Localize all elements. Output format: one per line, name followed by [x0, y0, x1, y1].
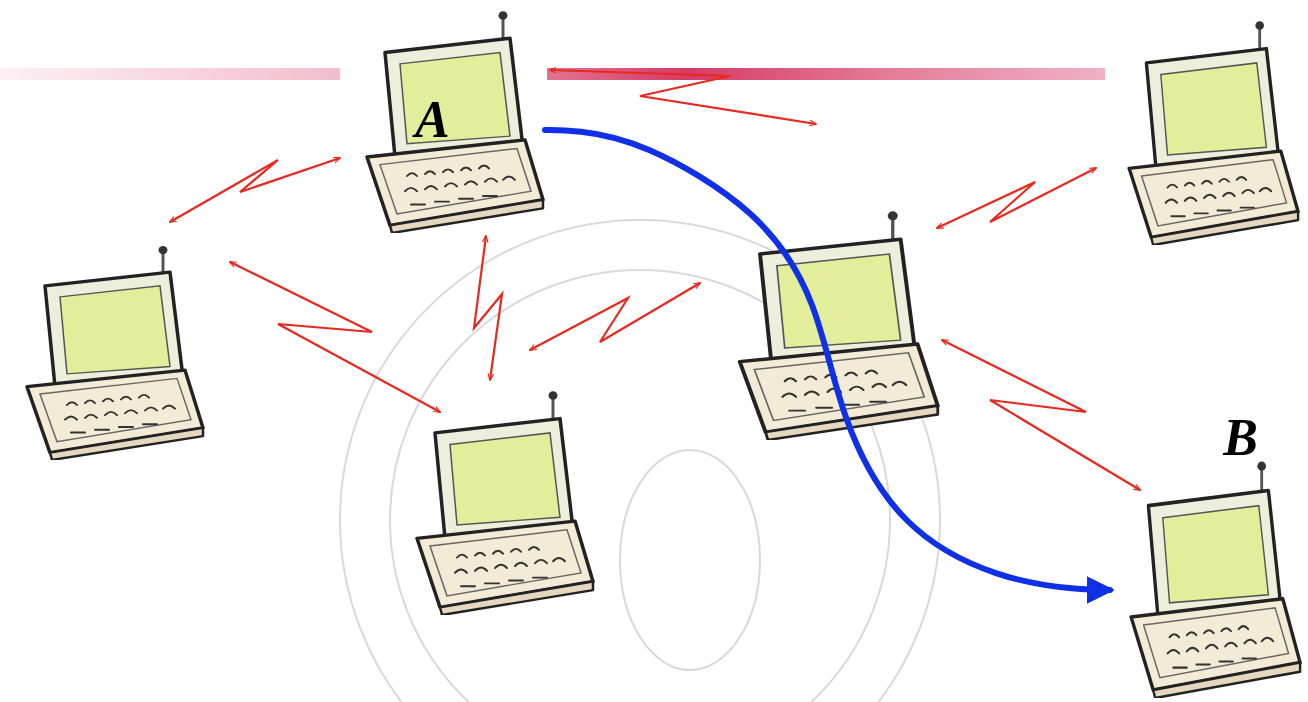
network-node: B	[1110, 408, 1302, 698]
radio-link	[530, 283, 700, 350]
radio-link	[170, 158, 340, 222]
radio-link	[942, 340, 1140, 490]
route-arrow	[545, 130, 1110, 590]
laptop-icon	[1131, 462, 1300, 698]
laptop-icon	[27, 246, 203, 460]
radio-link	[937, 168, 1096, 228]
network-node: A	[345, 60, 545, 230]
radio-link	[474, 236, 502, 380]
radio-link	[230, 262, 440, 412]
radio-link	[550, 70, 816, 124]
laptop-icon	[740, 211, 938, 440]
radio-links	[170, 70, 1140, 490]
laptop-icon	[1129, 21, 1298, 245]
node-letter: A	[415, 94, 450, 146]
node-letter: B	[1223, 412, 1258, 464]
laptop-icon	[417, 391, 593, 615]
laptop-icon	[367, 11, 543, 233]
